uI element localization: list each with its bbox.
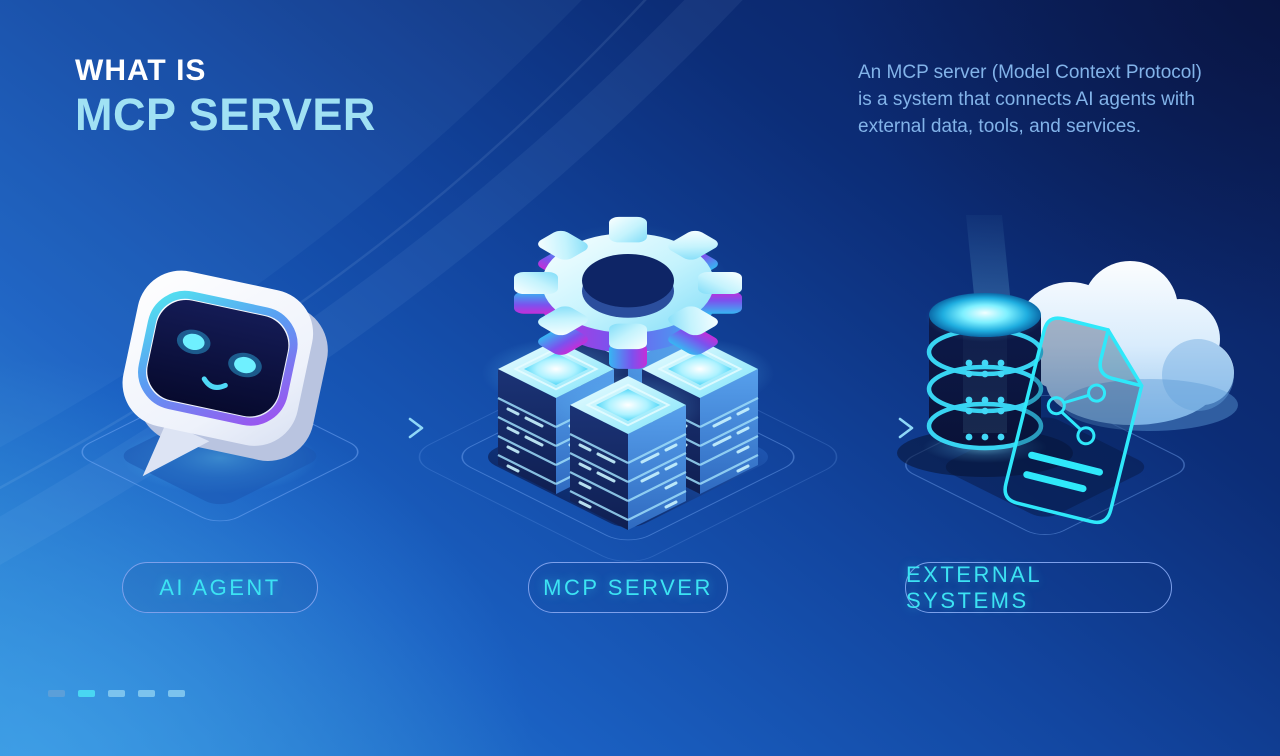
title-line-2: MCP SERVER (75, 88, 376, 140)
page-title: WHAT IS MCP SERVER (75, 54, 376, 140)
label-mcp-server-text: MCP SERVER (543, 574, 713, 600)
robot-eye-left (182, 333, 205, 351)
description-text: An MCP server (Model Context Protocol) i… (858, 62, 1202, 137)
robot-smile (201, 376, 228, 390)
label-ai-agent-text: AI AGENT (159, 574, 281, 600)
share-glyph (1046, 383, 1107, 446)
footer-dash (48, 690, 65, 697)
node-mcp-server (418, 185, 838, 575)
gear-icon (514, 216, 742, 369)
footer-dash (78, 690, 95, 697)
database-cloud-document-icon (897, 215, 1238, 535)
database-icon (897, 292, 1073, 477)
title-line-1: WHAT IS (75, 54, 207, 87)
robot-eye-right (234, 356, 256, 374)
footer-dash-decoration (48, 690, 185, 697)
document-share-icon (1003, 316, 1144, 525)
light-beam (966, 215, 1012, 315)
arrow-ai-to-mcp-icon (361, 417, 424, 439)
label-ai-agent: AI AGENT (122, 562, 318, 613)
document-text-lines (1023, 451, 1104, 493)
arrow-mcp-to-external-icon (851, 417, 914, 439)
database-indicator-dots (965, 359, 1005, 441)
label-external-systems: EXTERNAL SYSTEMS (905, 562, 1172, 613)
node-ai-agent (60, 230, 380, 550)
node-external-systems (880, 215, 1240, 545)
footer-dash (108, 690, 125, 697)
gear-over-server-stacks-icon (418, 216, 838, 562)
footer-dash (138, 690, 155, 697)
footer-dash (168, 690, 185, 697)
label-mcp-server: MCP SERVER (528, 562, 728, 613)
chatbot-robot-icon (81, 270, 359, 522)
label-external-systems-text: EXTERNAL SYSTEMS (906, 561, 1042, 613)
robot-bubble (122, 270, 328, 477)
